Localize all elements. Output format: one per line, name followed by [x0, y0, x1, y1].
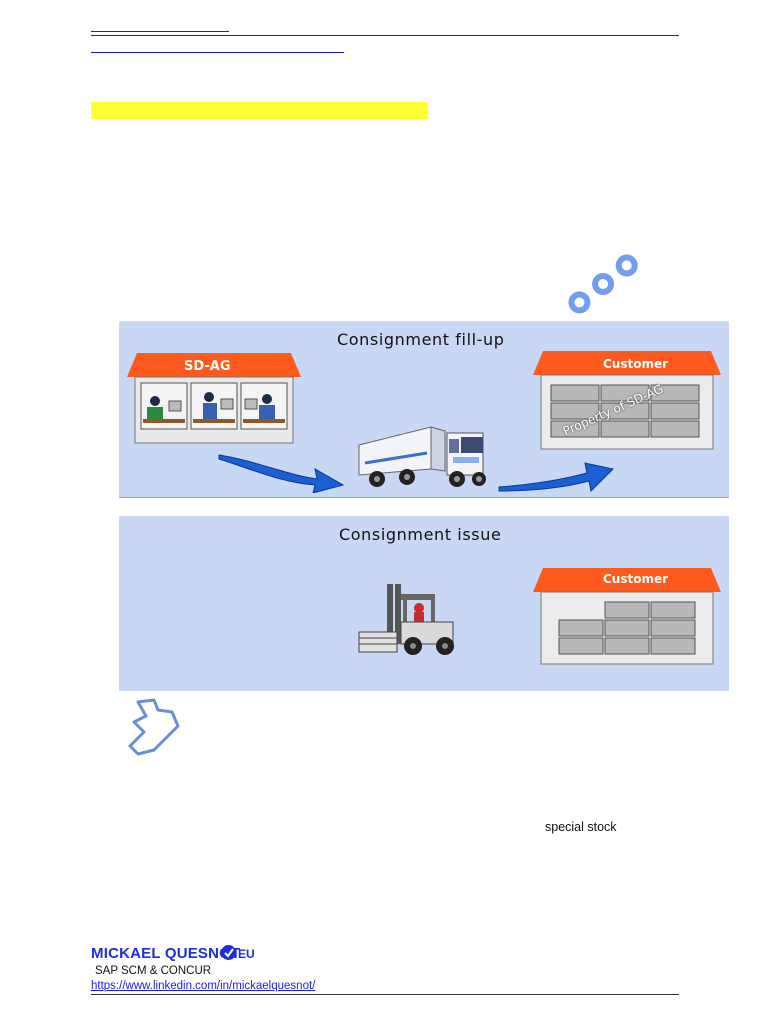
brand-subtitle: SAP SCM & CONCUR: [95, 965, 212, 977]
store-sign: SD-AG: [184, 359, 231, 374]
fillup-title: Consignment fill-up: [337, 330, 505, 349]
special-stock-text: special stock: [545, 820, 617, 834]
brand-logo-icon: [221, 945, 236, 960]
store-illustration: [127, 353, 301, 444]
customer-sign: Customer: [603, 357, 669, 371]
customer-warehouse: [533, 351, 721, 450]
issue-panel: Consignment issue Customer: [119, 516, 729, 691]
customer-sign-2: Customer: [603, 572, 669, 586]
linkedin-link[interactable]: https://www.linkedin.com/in/mickaelquesn…: [91, 980, 316, 992]
forklift-illustration: [358, 584, 454, 655]
header-link-underline-2[interactable]: [91, 52, 344, 53]
arrow-icon-2: [498, 462, 615, 493]
panel-divider: [119, 497, 729, 498]
arrow-icon: [218, 454, 345, 493]
header-link-underline[interactable]: [91, 31, 229, 32]
footer-rule: [91, 994, 679, 995]
customer-warehouse-2: [533, 568, 721, 665]
fillup-panel: Consignment fill-up SD-AG: [119, 321, 729, 497]
header-rule: [91, 35, 679, 36]
issue-title: Consignment issue: [339, 525, 502, 544]
brand-suffix: EU: [238, 947, 255, 961]
watermark-icon: [568, 254, 638, 314]
highlighted-text-bar: [91, 102, 428, 119]
brand-name: MICKAEL QUESNOT: [91, 945, 241, 962]
hand-pointer-icon: [128, 698, 180, 756]
truck-illustration: [358, 426, 486, 487]
